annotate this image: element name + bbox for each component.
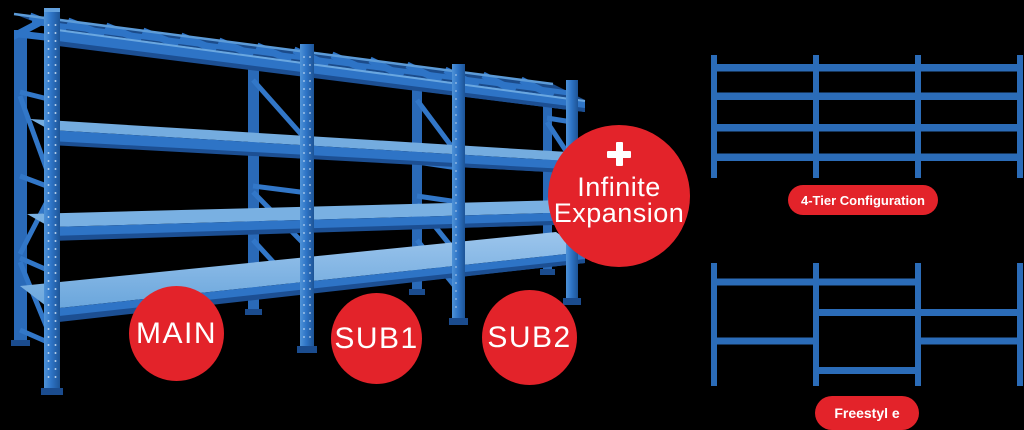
diagram-4-tier-shelves: [711, 64, 1023, 161]
badge-sub2-label: SUB2: [487, 320, 572, 354]
rack-feet: [11, 269, 581, 395]
rack-photo: [11, 8, 586, 395]
freestyle-caption-pill: Freestyl e: [815, 396, 919, 430]
four-tier-caption: 4-Tier Configuration: [801, 192, 925, 208]
badge-main-label: MAIN: [136, 316, 217, 350]
diagram-4-tier: [711, 55, 1023, 178]
plus-icon: [607, 142, 631, 166]
freestyle-caption: Freestyl e: [834, 405, 900, 421]
diagram-4-tier-posts: [711, 55, 1023, 178]
diagram-freestyle-shelves: [711, 278, 1023, 374]
rack-top-deck: [13, 12, 586, 112]
badge-infinite-expansion: Infinite Expansion: [548, 125, 690, 267]
badge-sub1: SUB1: [331, 293, 422, 384]
expansion-line1: Infinite: [577, 172, 661, 202]
rack-front-posts: [44, 8, 578, 392]
diagram-freestyle: [711, 263, 1023, 386]
badge-sub1-label: SUB1: [334, 321, 419, 355]
expansion-line2: Expansion: [553, 198, 685, 228]
badge-main: MAIN: [129, 286, 224, 381]
badge-sub2: SUB2: [482, 290, 577, 385]
four-tier-caption-pill: 4-Tier Configuration: [788, 185, 938, 215]
diagram-freestyle-posts: [711, 263, 1023, 386]
